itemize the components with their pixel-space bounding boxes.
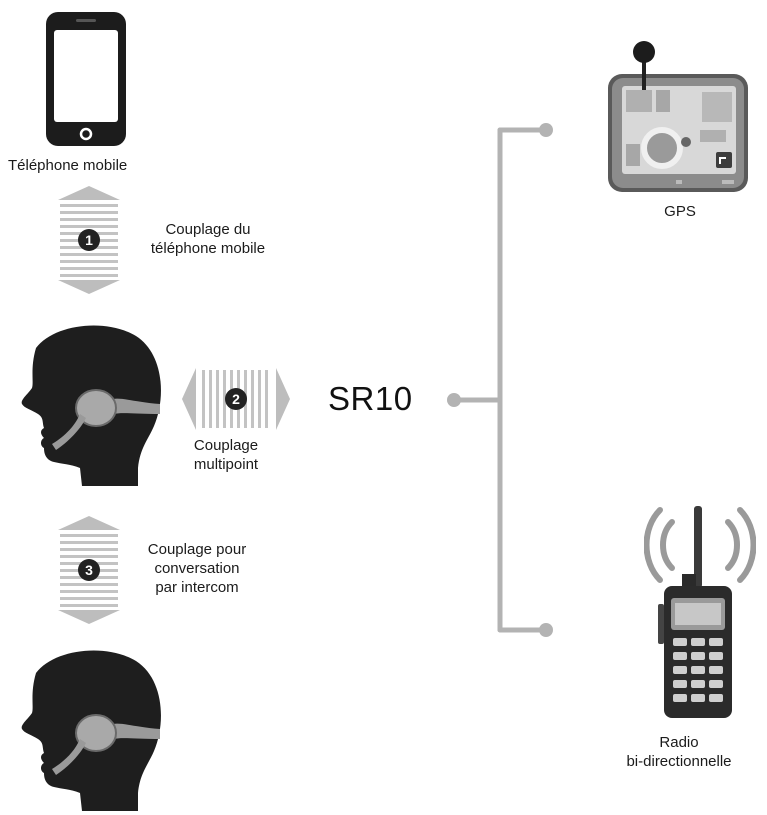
- step-3-label: Couplage pour conversation par intercom: [122, 540, 272, 597]
- step-1-label: Couplage du téléphone mobile: [124, 220, 292, 258]
- radio-label-line1: Radio: [659, 734, 699, 751]
- gps-label: GPS: [664, 203, 696, 220]
- gps-icon: [608, 41, 748, 192]
- step-3-number: 3: [78, 559, 100, 581]
- step-2-line1: Couplage: [193, 437, 259, 454]
- rider-head-2: [21, 650, 161, 811]
- rider-head-1: [21, 325, 161, 486]
- step-2-label: Couplage multipoint: [166, 436, 286, 474]
- step-1-number: 1: [78, 229, 100, 251]
- step-2-number: 2: [225, 388, 247, 410]
- connector-lines: [447, 123, 553, 637]
- sr10-device-label: SR10: [328, 380, 413, 417]
- step-3-line1: Couplage pour: [147, 541, 247, 558]
- mobile-phone-icon: [46, 12, 126, 146]
- two-way-radio-icon: [644, 506, 756, 718]
- pairing-arrow-2: [182, 368, 290, 430]
- radio-label-line2: bi-directionnelle: [626, 753, 732, 770]
- step-3-line3: par intercom: [155, 579, 239, 596]
- step-1-line1: Couplage du: [165, 221, 251, 238]
- phone-label: Téléphone mobile: [8, 157, 128, 174]
- step-2-line2: multipoint: [193, 456, 259, 473]
- radio-label: Radio bi-directionnelle: [604, 733, 754, 771]
- step-1-line2: téléphone mobile: [150, 240, 266, 257]
- step-3-line2: conversation: [154, 560, 240, 577]
